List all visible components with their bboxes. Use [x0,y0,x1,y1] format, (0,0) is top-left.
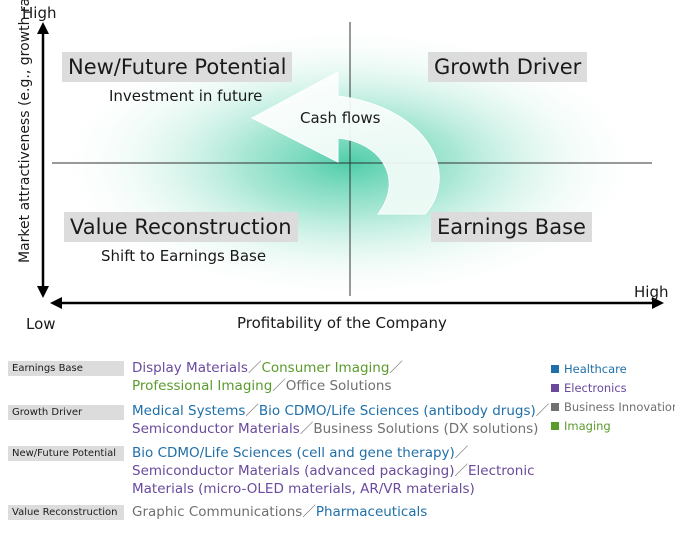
category-businesses-new-future-potential: Bio CDMO/Life Sciences (cell and gene th… [132,444,535,498]
category-tag-growth-driver: Growth Driver [8,405,124,420]
category-businesses-value-reconstruction: Graphic Communications／Pharmaceuticals [132,503,427,521]
separator: ／ [272,378,286,394]
quadrant-title-earnings-base: Earnings Base [431,212,592,242]
legend-swatch-business-innovation [551,402,559,411]
business-name: Business Solutions (DX solutions) [313,421,539,437]
category-tag-earnings-base: Earnings Base [8,361,124,376]
legend-swatch-electronics [551,383,559,392]
business-name: Professional Imaging [132,378,273,394]
legend-label-electronics: Electronics [564,381,627,395]
business-line: Display Materials／Consumer Imaging／ [132,359,403,377]
category-businesses-earnings-base: Display Materials／Consumer Imaging／Profe… [132,359,403,395]
separator: ／ [389,360,403,376]
business-name: Electronic [467,463,535,479]
business-name: Graphic Communications [132,504,303,520]
business-line: Bio CDMO/Life Sciences (cell and gene th… [132,444,535,462]
x-axis-arrowhead-left [50,297,62,309]
legend-item-healthcare: Healthcare [551,362,627,376]
business-name: Display Materials [132,360,248,376]
separator: ／ [535,403,550,419]
x-axis-arrowhead-right [652,297,664,309]
business-line: Semiconductor Materials／Business Solutio… [132,420,549,438]
quadrant-title-new-future-potential: New/Future Potential [62,52,293,82]
legend-item-imaging: Imaging [551,419,611,433]
business-name: Semiconductor Materials (advanced packag… [132,463,455,479]
legend-label-imaging: Imaging [564,419,611,433]
quadrant-subtitle-new-future-potential: Investment in future [109,87,263,105]
y-axis-arrowhead-top [37,22,49,34]
category-tag-value-reconstruction: Value Reconstruction [8,505,124,520]
business-name: Bio CDMO/Life Sciences (antibody drugs) [258,403,536,419]
y-axis-high-label: High [22,4,57,22]
matrix-graphics [37,22,664,309]
portfolio-matrix-diagram: High Market attractiveness (e.g., growth… [17,0,669,333]
separator: ／ [454,463,468,479]
business-name: Consumer Imaging [261,360,390,376]
separator: ／ [247,360,262,376]
business-line: Semiconductor Materials (advanced packag… [132,462,535,480]
cash-flows-label: Cash flows [300,109,381,127]
cash-flow-arrow [250,71,440,215]
legend-label-healthcare: Healthcare [564,362,627,376]
separator: ／ [302,504,316,520]
legend-swatch-healthcare [551,364,559,373]
x-axis-low-label: Low [26,315,56,333]
legend-swatch-imaging [551,421,559,430]
category-tag-new-future-potential: New/Future Potential [8,446,124,461]
legend-item-electronics: Electronics [551,381,627,395]
quadrant-title-growth-driver: Growth Driver [428,52,588,82]
business-line: Medical Systems／Bio CDMO/Life Sciences (… [132,402,549,420]
quadrant-title-value-reconstruction: Value Reconstruction [64,212,298,242]
y-axis-arrowhead-bottom [37,286,49,298]
business-name: Pharmaceuticals [315,504,428,520]
business-line: Professional Imaging／Office Solutions [132,377,403,395]
business-name: Medical Systems [132,403,246,419]
separator: ／ [299,421,314,437]
business-name: Semiconductor Materials [132,421,300,437]
legend-label-business-innovation: Business Innovation [564,400,675,414]
separator: ／ [454,445,469,461]
business-name: Bio CDMO/Life Sciences (cell and gene th… [132,445,455,461]
legend-item-business-innovation: Business Innovation [551,400,675,414]
quadrant-subtitle-value-reconstruction: Shift to Earnings Base [101,247,267,265]
y-axis-title: Market attractiveness (e.g., growth rate… [17,0,33,263]
category-businesses-growth-driver: Medical Systems／Bio CDMO/Life Sciences (… [132,402,549,438]
business-name: Materials (micro-OLED materials, AR/VR m… [132,481,475,497]
x-axis-title: Profitability of the Company [237,314,447,332]
business-name: Office Solutions [285,378,392,394]
business-line: Graphic Communications／Pharmaceuticals [132,503,427,521]
business-line: Materials (micro-OLED materials, AR/VR m… [132,480,535,498]
x-axis-high-label: High [634,283,669,301]
separator: ／ [245,403,259,419]
